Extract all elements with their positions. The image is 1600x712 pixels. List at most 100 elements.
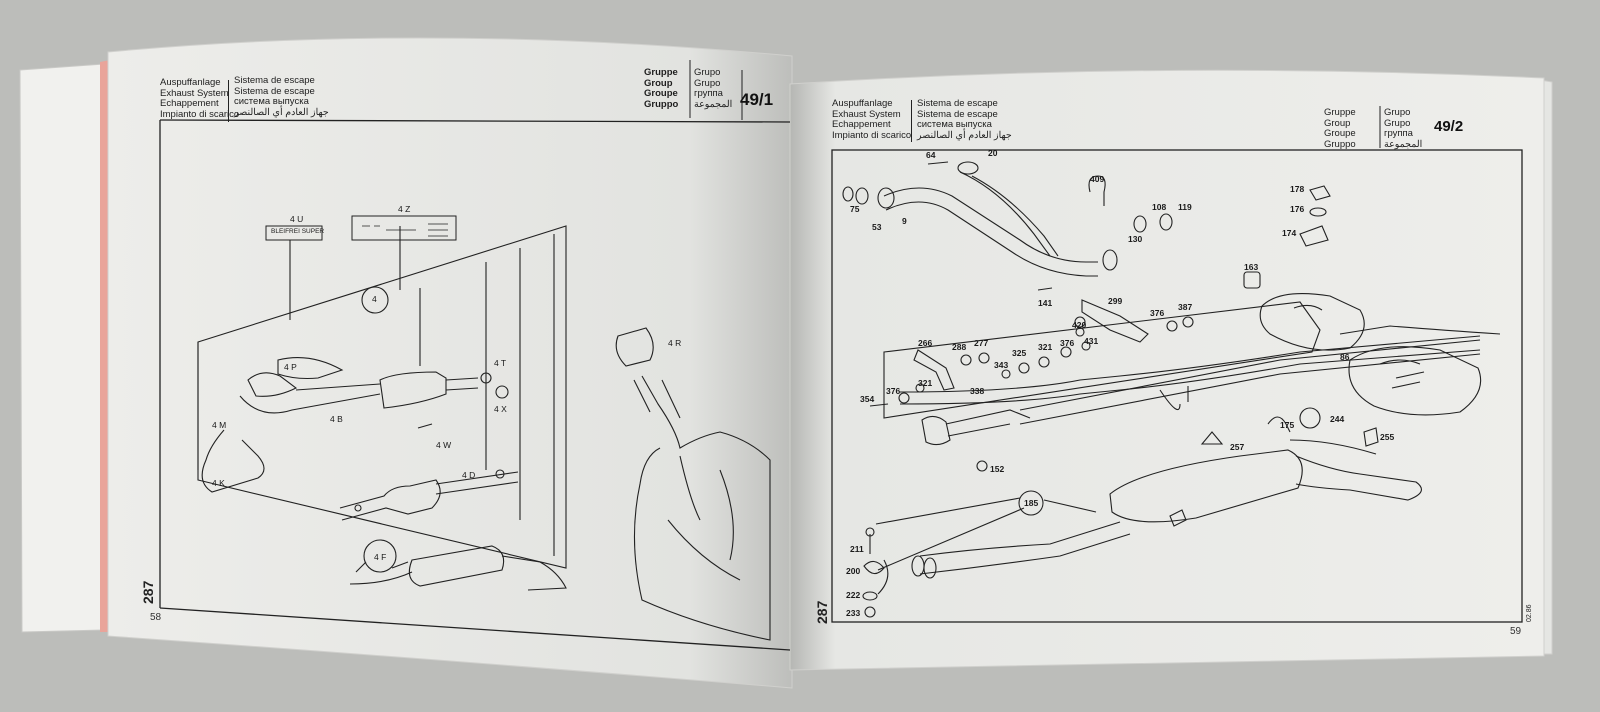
callout-9: 9 [902,216,907,226]
callout-288: 288 [952,342,967,352]
header-line: Grupo [1384,117,1411,129]
header-line: Group [644,77,673,89]
header-line: Echappement [160,98,219,109]
left-header-lang-col2: Sistema de escape Sistema de escape сист… [234,75,329,118]
callout-376: 376 [1060,338,1075,348]
header-line: группа [1384,128,1413,139]
callout-178: 178 [1290,184,1305,194]
callout-338: 338 [970,386,985,396]
header-line: Grupo [694,67,721,78]
header-line: Auspuffanlage [160,77,221,88]
callout-130: 130 [1128,234,1143,244]
header-divider [911,100,912,142]
callout-4w: 4 W [436,440,452,450]
right-header-group-col2: Grupo Grupo группа المجموعة [1384,107,1423,150]
group-code: 49/1 [740,90,774,109]
left-header-lang-col1: Auspuffanlage Exhaust System Echappement… [160,77,240,120]
callout-64: 64 [926,150,936,160]
callout-321: 321 [918,378,933,388]
right-frame [831,149,1523,623]
callout-376: 376 [886,386,901,396]
header-line: Gruppe [644,67,678,78]
callout-325: 325 [1012,348,1027,358]
group-code: 49/2 [1434,118,1464,135]
callout-4u: 4 U [290,214,304,224]
page-number: 58 [150,612,162,623]
callout-233: 233 [846,608,861,618]
callout-376: 376 [1150,308,1165,318]
callout-4p: 4 P [284,362,297,372]
header-line: Groupe [644,88,678,99]
header-divider [228,80,229,122]
book-edge-left [19,63,105,633]
left-header-group-col1: Gruppe Group Groupe Gruppo [644,67,679,110]
header-line: Group [1324,117,1351,129]
callout-163: 163 [1244,262,1259,272]
left-frame-top [159,119,791,123]
callout-86: 86 [1340,352,1350,362]
callout-4x: 4 X [494,404,507,414]
page-number: 59 [1510,626,1522,637]
callout-53: 53 [872,222,882,232]
callout-4: 4 [372,294,377,304]
callout-20: 20 [988,148,998,158]
callout-277: 277 [974,338,989,348]
callout-211: 211 [850,544,864,554]
header-line: Exhaust System [160,87,229,99]
header-line: система выпуска [917,119,992,130]
header-line: Sistema de escape [234,85,315,97]
callout-299: 299 [1108,296,1123,306]
side-number: 287 [140,580,156,604]
callout-108: 108 [1152,202,1167,212]
callout-4k: 4 K [212,478,225,488]
callout-152: 152 [990,464,1005,474]
callout-175: 175 [1280,420,1295,430]
callout-409: 409 [1090,174,1105,184]
callout-4d: 4 D [462,470,476,480]
header-line: Sistema de escape [234,75,315,86]
header-line: جهاز العادم أي الصالنصر [234,106,329,118]
header-line: система выпуска [234,96,309,107]
right-header-group-col1: Gruppe Group Groupe Gruppo [1324,107,1356,150]
callout-4t: 4 T [494,358,507,368]
header-line: جهاز العادم أي الصالنصر [917,129,1012,141]
callout-257: 257 [1230,442,1245,452]
callout-387: 387 [1178,302,1193,312]
header-line: Grupo [1384,107,1411,118]
header-line: Auspuffanlage [832,98,893,109]
callout-174: 174 [1282,228,1297,238]
left-header-group-col2: Grupo Grupo группа المجموعة [694,67,732,110]
header-line: Impianto di scarico [160,108,240,120]
callout-200: 200 [846,566,861,576]
callout-354: 354 [860,394,875,404]
callout-119: 119 [1178,202,1192,212]
header-line: Gruppo [644,98,679,110]
callout-321: 321 [1038,342,1053,352]
right-header-lang-col2: Sistema de escape Sistema de escape сист… [917,98,1012,141]
header-line: Impianto di scarico [832,129,912,141]
left-page [107,37,793,689]
header-line: Grupo [694,77,721,89]
callout-266: 266 [918,338,933,348]
header-line: Gruppo [1324,138,1356,150]
callout-4z: 4 Z [398,204,411,214]
callout-176: 176 [1290,204,1305,214]
callout-4r: 4 R [668,338,682,348]
side-number: 287 [814,600,830,624]
callout-75: 75 [850,204,860,214]
header-line: Sistema de escape [917,108,998,120]
header-line: Echappement [832,119,891,130]
callout-244: 244 [1330,414,1345,424]
header-line: группа [694,88,723,99]
left-parts-drawing [197,215,771,641]
callout-255: 255 [1380,432,1395,442]
callout-4m: 4 M [212,420,227,430]
header-line: المجموعة [1384,138,1423,150]
header-line: Exhaust System [832,108,901,120]
callout-343: 343 [994,360,1009,370]
left-frame-bottom [159,607,791,651]
header-line: Groupe [1324,128,1356,139]
right-parts-drawing [842,161,1501,618]
